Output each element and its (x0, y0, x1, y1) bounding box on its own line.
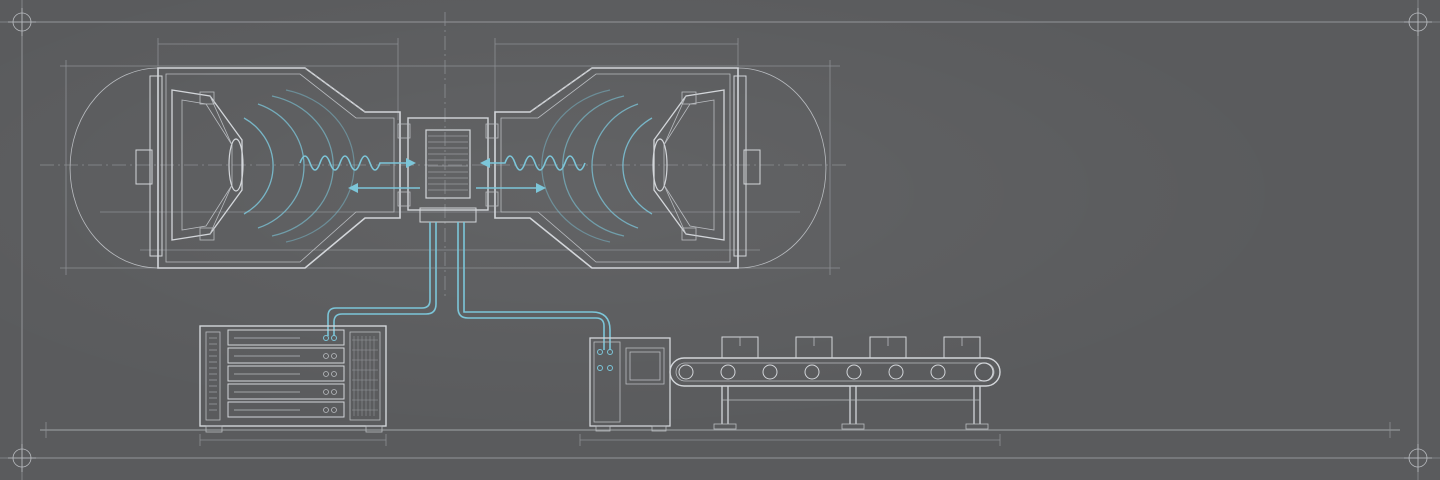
sound-wave-arcs-left (243, 89, 355, 243)
right-speaker-chamber (494, 67, 761, 269)
conveyor-rollers (678, 362, 994, 382)
control-cabinet (589, 337, 671, 432)
central-sample-cell (397, 117, 499, 223)
double-arrow-left (348, 183, 420, 193)
acoustic-wave-signal-left (299, 155, 416, 171)
signal-generator-rack (199, 325, 387, 433)
left-speaker-chamber (135, 67, 401, 269)
connection-pipes (327, 222, 611, 350)
speaker-cone-icon (171, 89, 244, 241)
rack-vent-grid (352, 336, 378, 416)
acoustic-wave-signal-right (480, 155, 586, 171)
filter-cell-icon (425, 129, 471, 199)
speaker-cone-icon (652, 89, 725, 241)
sound-wave-arcs-right (541, 89, 653, 243)
conveyor-items (721, 336, 981, 359)
conveyor-belt (669, 336, 1001, 430)
corner-registration-marks (8, 8, 1432, 472)
rack-drawers (227, 329, 345, 418)
ground-line (40, 422, 1400, 446)
double-arrow-right (476, 183, 546, 193)
conveyor-legs (713, 386, 989, 430)
